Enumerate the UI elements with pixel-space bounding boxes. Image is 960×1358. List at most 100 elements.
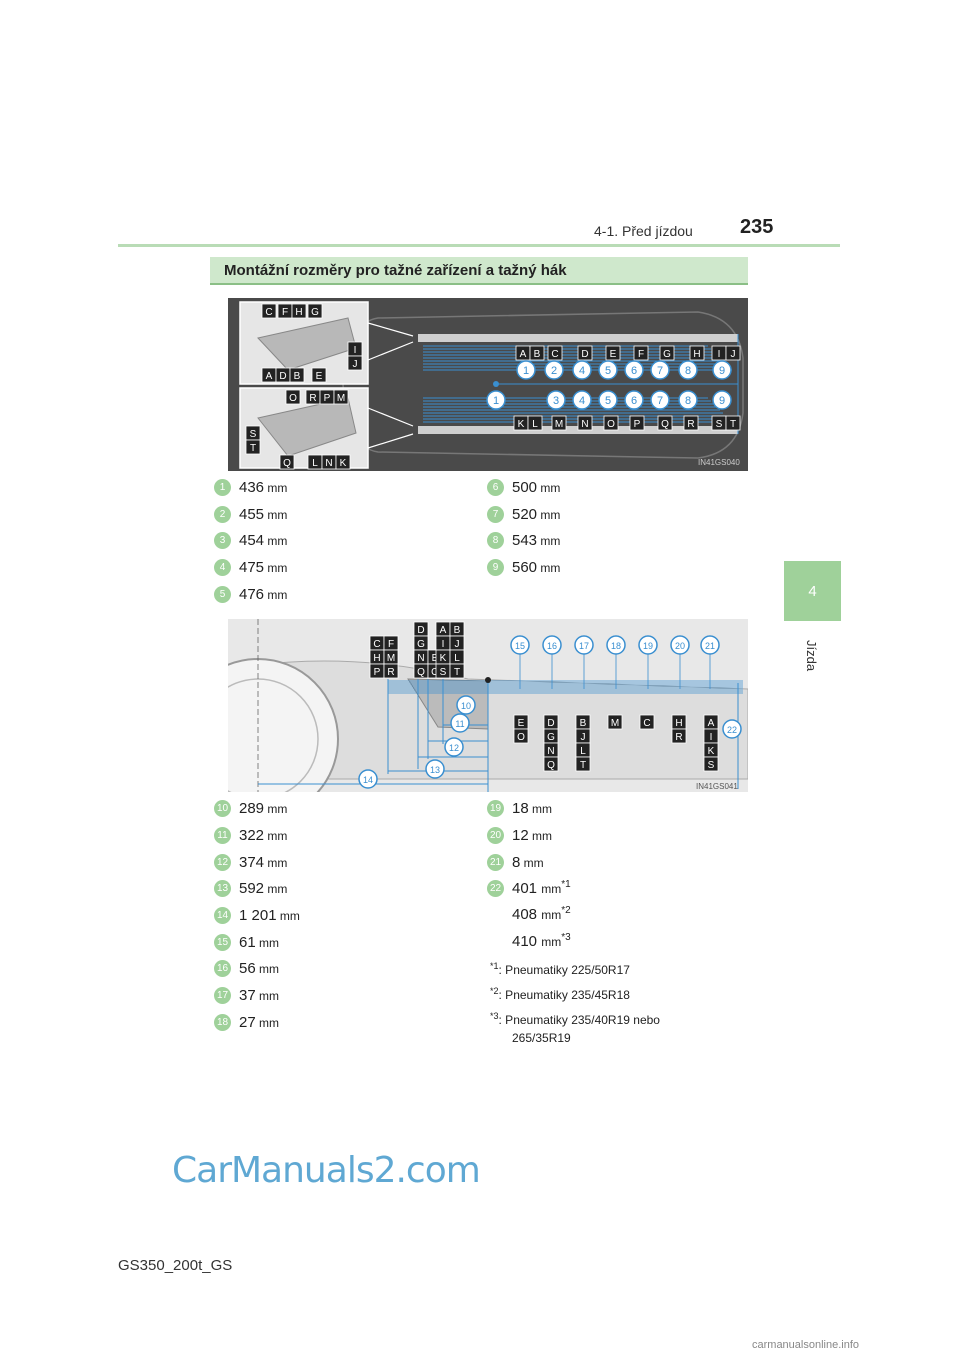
label-box: Q	[543, 756, 559, 772]
number-marker: 4	[572, 390, 592, 410]
svg-text:J: J	[581, 732, 586, 743]
svg-text:5: 5	[605, 365, 611, 377]
svg-text:D: D	[417, 625, 424, 636]
svg-text:E: E	[610, 349, 617, 360]
svg-text:N: N	[547, 746, 554, 757]
number-marker: 5	[598, 390, 618, 410]
svg-text:K: K	[340, 458, 347, 469]
label-box: H	[369, 649, 385, 665]
label-box: C	[369, 635, 385, 651]
svg-text:A: A	[520, 349, 527, 360]
label-box: G	[543, 728, 559, 744]
svg-text:Q: Q	[283, 458, 291, 469]
svg-text:2: 2	[551, 365, 557, 377]
svg-text:J: J	[455, 639, 460, 650]
label-box: I	[703, 728, 719, 744]
number-marker: 4	[572, 360, 592, 380]
dimension-value: 592 mm	[239, 879, 288, 897]
label-box: K	[335, 454, 351, 470]
svg-text:Q: Q	[547, 760, 555, 771]
number-marker: 9	[712, 390, 732, 410]
dimension-value: 454 mm	[239, 531, 288, 549]
label-box: J	[575, 728, 591, 744]
label-box: J	[725, 345, 741, 361]
svg-text:17: 17	[579, 641, 589, 651]
svg-text:1: 1	[523, 365, 529, 377]
label-box: D	[275, 367, 291, 383]
svg-text:18: 18	[611, 641, 621, 651]
label-box: O	[513, 728, 529, 744]
number-marker: 7	[650, 360, 670, 380]
dimension-badge: 4	[214, 558, 231, 576]
svg-text:9: 9	[719, 395, 725, 407]
watermark-secondary[interactable]: carmanualsonline.info	[752, 1339, 860, 1351]
footer-model: GS350_200t_GS	[118, 1257, 233, 1274]
svg-text:T: T	[730, 419, 736, 430]
label-box: J	[347, 355, 363, 371]
svg-text:8: 8	[685, 365, 691, 377]
svg-text:S: S	[708, 760, 715, 771]
dimension-value: 476 mm	[239, 585, 288, 603]
center-mark	[485, 677, 491, 683]
chapter-tab[interactable]: 4	[784, 561, 841, 621]
number-marker: 18	[606, 635, 626, 655]
svg-text:R: R	[675, 732, 682, 743]
svg-text:A: A	[440, 625, 447, 636]
chapter-number: 4	[808, 582, 817, 600]
label-box: E	[311, 367, 327, 383]
label-box: P	[369, 663, 385, 679]
label-box: A	[515, 345, 531, 361]
dimension-item-20: 20 12 mm	[487, 825, 552, 845]
section-title: Montážní rozměry pro tažné zařízení a ta…	[210, 257, 748, 285]
label-box: H	[291, 303, 307, 319]
watermark-logo[interactable]: CarManuals2.com	[172, 1150, 481, 1191]
label-box: D	[543, 714, 559, 730]
svg-text:A: A	[266, 371, 273, 382]
rail-top	[418, 334, 738, 342]
number-marker: 7	[650, 390, 670, 410]
svg-text:H: H	[693, 349, 700, 360]
dimension-badge: 22	[487, 879, 504, 897]
svg-text:6: 6	[631, 365, 637, 377]
svg-text:6: 6	[631, 395, 637, 407]
dimension-badge: 20	[487, 826, 504, 844]
svg-text:19: 19	[643, 641, 653, 651]
svg-text:5: 5	[605, 395, 611, 407]
label-box: C	[639, 714, 655, 730]
number-marker: 8	[678, 390, 698, 410]
svg-text:S: S	[716, 419, 723, 430]
dimension-badge: 15	[214, 933, 231, 951]
label-box: S	[245, 425, 261, 441]
label-box: C	[261, 303, 277, 319]
svg-text:H: H	[295, 307, 302, 318]
dimension-value: 500 mm	[512, 478, 561, 496]
dimension-value: 56 mm	[239, 959, 280, 977]
label-box: D	[577, 345, 593, 361]
number-marker: 22	[722, 719, 742, 739]
dimension-badge: 17	[214, 986, 231, 1004]
label-box: K	[435, 649, 451, 665]
label-box: B	[449, 621, 465, 637]
svg-text:3: 3	[553, 395, 559, 407]
dimension-badge: 10	[214, 799, 231, 817]
dimension-value: 12 mm	[512, 826, 553, 844]
label-box: S	[435, 663, 451, 679]
svg-text:7: 7	[657, 365, 663, 377]
svg-text:16: 16	[547, 641, 557, 651]
label-box: T	[449, 663, 465, 679]
svg-text:4: 4	[579, 365, 585, 377]
svg-text:T: T	[250, 443, 256, 454]
dimension-value: 27 mm	[239, 1013, 280, 1031]
bracket-b	[257, 397, 357, 457]
label-box: B	[575, 714, 591, 730]
svg-text:P: P	[324, 393, 331, 404]
number-marker: 1	[516, 360, 536, 380]
dimension-22-alt-2: 408 mm*2	[512, 905, 571, 923]
label-box: P	[319, 389, 335, 405]
